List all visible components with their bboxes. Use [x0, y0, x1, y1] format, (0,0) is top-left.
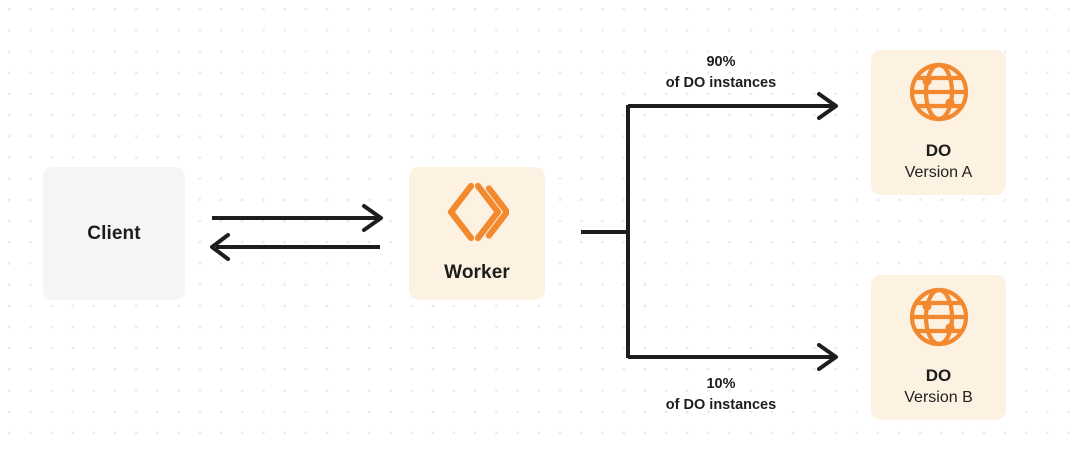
- edge-worker-to-do-b: [628, 343, 838, 371]
- edge-label-do-b: 10% of DO instances: [628, 374, 814, 416]
- edge-label-do-b-text: of DO instances: [665, 397, 777, 414]
- edge-label-do-a-text: of DO instances: [665, 75, 777, 92]
- node-client-label: Client: [87, 222, 141, 244]
- node-do-b-sublabel: Version B: [904, 389, 973, 407]
- node-do-a-sublabel: Version A: [904, 164, 973, 182]
- node-worker[interactable]: Worker: [409, 167, 545, 300]
- node-client[interactable]: Client: [43, 167, 185, 300]
- globe-icon: [908, 61, 970, 128]
- globe-icon: [908, 286, 970, 353]
- node-worker-label: Worker: [444, 262, 510, 284]
- edge-worker-to-client: [210, 233, 380, 261]
- node-do-a-label: DO: [925, 141, 952, 161]
- node-do-version-b[interactable]: DO Version B: [871, 275, 1006, 420]
- node-do-b-label: DO: [925, 366, 952, 386]
- node-do-version-a[interactable]: DO Version A: [871, 50, 1006, 195]
- edge-worker-to-do-a: [628, 92, 838, 120]
- edge-label-do-a: 90% of DO instances: [628, 52, 814, 94]
- edge-label-do-a-percent: 90%: [706, 54, 736, 70]
- edge-client-to-worker: [212, 204, 383, 232]
- cloudflare-workers-logo-icon: [445, 182, 511, 247]
- edge-label-do-b-percent: 10%: [706, 376, 736, 392]
